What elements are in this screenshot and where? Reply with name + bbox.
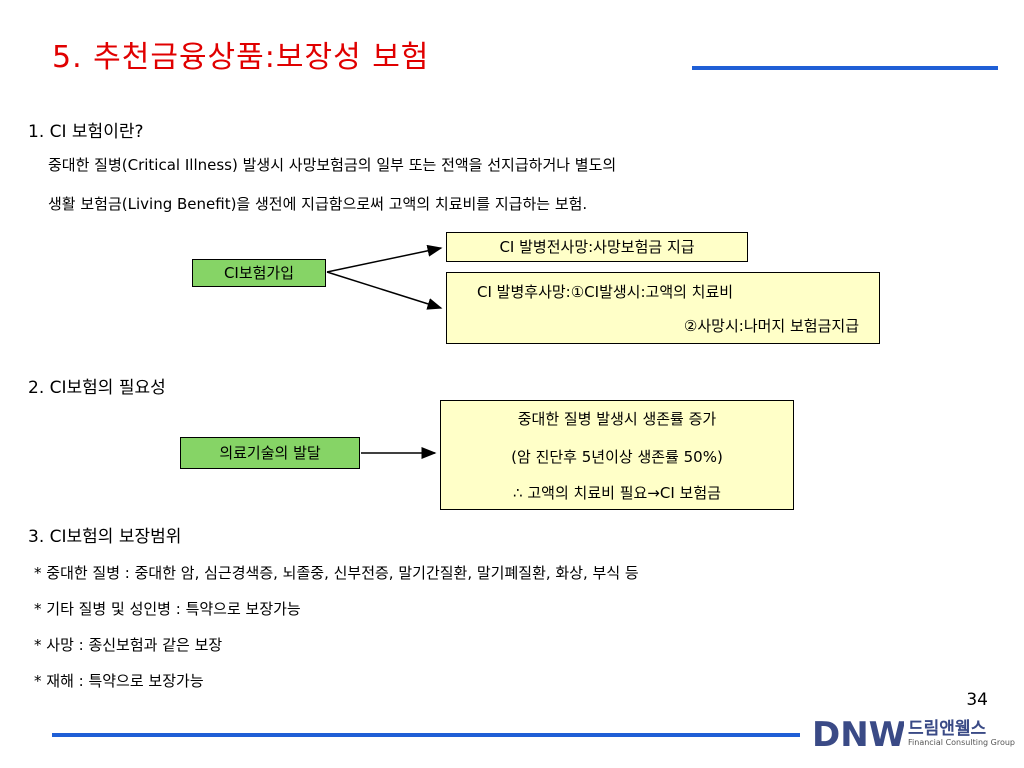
section1-line1: 중대한 질병(Critical Illness) 발생시 사망보험금의 일부 또… bbox=[48, 156, 617, 174]
post-onset-line2: ②사망시:나머지 보험금지급 bbox=[683, 317, 859, 335]
coverage-item: * 재해 : 특약으로 보장가능 bbox=[34, 672, 204, 690]
title-rule bbox=[692, 66, 998, 70]
section1-heading: 1. CI 보험이란? bbox=[28, 122, 144, 142]
survival-line2: (암 진단후 5년이상 생존률 50%) bbox=[511, 448, 723, 466]
survival-line1: 중대한 질병 발생시 생존률 증가 bbox=[517, 410, 717, 428]
section1-line2: 생활 보험금(Living Benefit)을 생전에 지급함으로써 고액의 치… bbox=[48, 195, 588, 213]
dnw-logo-icon: DNW bbox=[812, 715, 904, 752]
company-logo: DNW 드림앤웰스 Financial Consulting Group bbox=[812, 712, 1015, 752]
survival-rate-box: 중대한 질병 발생시 생존률 증가 (암 진단후 5년이상 생존률 50%) ∴… bbox=[440, 400, 794, 510]
section2-heading: 2. CI보험의 필요성 bbox=[28, 378, 166, 398]
arrow-to-post-onset bbox=[326, 271, 443, 310]
arrow-to-pre-onset bbox=[326, 244, 443, 273]
ci-join-box: CI보험가입 bbox=[192, 259, 326, 287]
medical-tech-box: 의료기술의 발달 bbox=[180, 437, 360, 469]
section3-heading: 3. CI보험의 보장범위 bbox=[28, 527, 182, 547]
page-number: 34 bbox=[966, 690, 988, 710]
post-onset-line1: CI 발병후사망:①CI발생시:고액의 치료비 bbox=[477, 283, 734, 301]
logo-name-en: Financial Consulting Group bbox=[908, 738, 1015, 747]
logo-mark-text: DNW bbox=[812, 715, 904, 752]
post-onset-death-box: CI 발병후사망:①CI발생시:고액의 치료비 ②사망시:나머지 보험금지급 bbox=[446, 272, 880, 344]
coverage-item: * 기타 질병 및 성인병 : 특약으로 보장가능 bbox=[34, 600, 301, 618]
footer-rule bbox=[52, 733, 800, 737]
survival-line3: ∴ 고액의 치료비 필요→CI 보험금 bbox=[513, 484, 721, 502]
coverage-item: * 중대한 질병 : 중대한 암, 심근경색증, 뇌졸중, 신부전증, 말기간질… bbox=[34, 564, 639, 582]
logo-name-ko: 드림앤웰스 bbox=[908, 719, 987, 739]
pre-onset-death-box: CI 발병전사망:사망보험금 지급 bbox=[446, 232, 748, 262]
page-title: 5. 추천금융상품:보장성 보험 bbox=[52, 40, 430, 75]
coverage-item: * 사망 : 종신보험과 같은 보장 bbox=[34, 636, 223, 654]
